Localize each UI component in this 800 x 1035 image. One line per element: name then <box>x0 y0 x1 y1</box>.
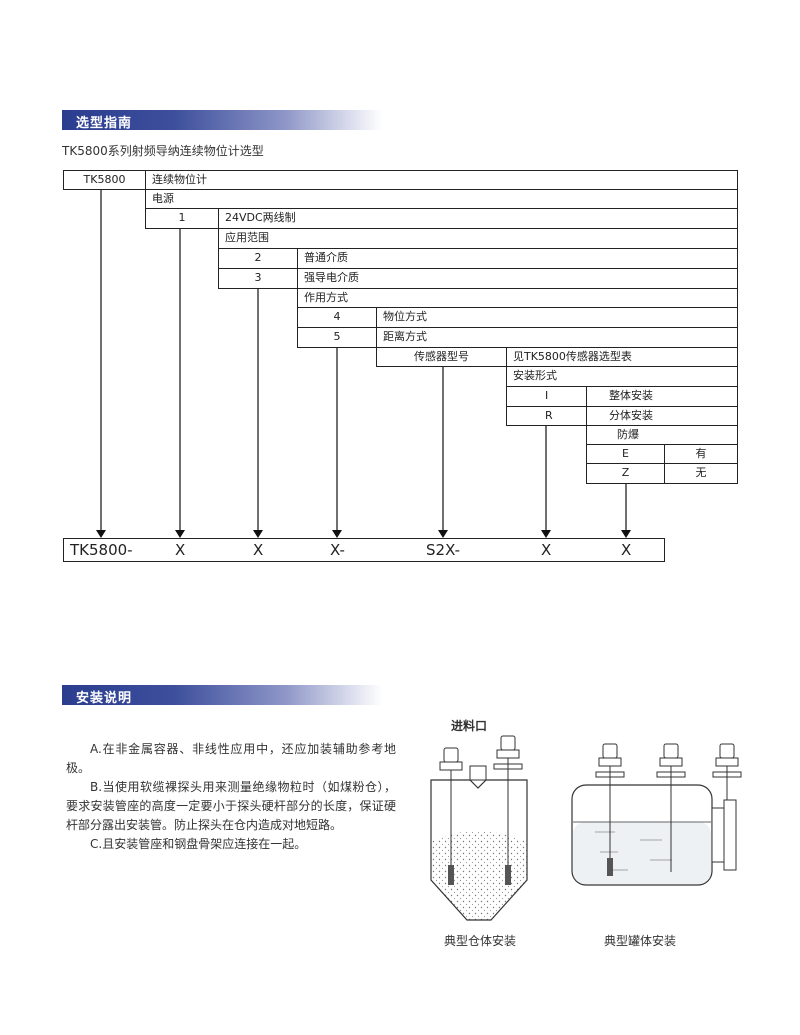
model-code-part-5: S2X- <box>426 541 461 559</box>
section-header-selection: 选型指南 <box>62 110 382 131</box>
installation-notes: A.在非金属容器、非线性应用中，还应加装辅助参考地极。 B.当使用软缆裸探头用来… <box>66 740 396 854</box>
cell-power-code: 1 <box>145 208 219 229</box>
arrow-head-model <box>96 530 106 538</box>
arrow-head-explosion <box>621 530 631 538</box>
cell-model: TK5800 <box>63 170 146 190</box>
model-code-part-7: X <box>621 541 632 559</box>
model-code-part-3: X <box>253 541 264 559</box>
note-b: B.当使用软缆裸探头用来测量绝缘物粒时（如煤粉仓），要求安装管座的高度一定要小于… <box>66 780 396 832</box>
arrow-head-mode <box>332 530 342 538</box>
note-a: A.在非金属容器、非线性应用中，还应加装辅助参考地极。 <box>66 742 396 775</box>
caption-silo: 典型仓体安装 <box>444 934 517 948</box>
section-header-text: 安装说明 <box>76 691 133 706</box>
arrow-head-power <box>175 530 185 538</box>
arrow-head-application <box>253 530 263 538</box>
cell-ex-desc-z: 无 <box>664 463 738 484</box>
inlet-label: 进料口 <box>451 719 488 733</box>
model-code-part-6: X <box>541 541 552 559</box>
arrow-head-sensor <box>438 530 448 538</box>
model-code-part-4: X- <box>330 541 345 559</box>
note-c: C.且安装管座和钢盘骨架应连接在一起。 <box>90 837 307 851</box>
cell-install-label: 安装形式 <box>506 366 738 387</box>
section-header-text: 选型指南 <box>76 116 133 131</box>
selection-subtitle: TK5800系列射频导纳连续物位计选型 <box>62 144 264 158</box>
model-code-part-2: X <box>175 541 186 559</box>
cell-sensor-label: 传感器型号 <box>376 347 507 367</box>
model-code-part-1: TK5800- <box>70 541 133 559</box>
caption-tank: 典型罐体安装 <box>604 934 677 948</box>
cell-mode-code-5: 5 <box>297 327 377 348</box>
model-code-bar <box>63 538 665 562</box>
cell-sensor-desc: 见TK5800传感器选型表 <box>506 347 738 367</box>
cell-app-code-3: 3 <box>218 268 298 289</box>
arrow-head-install <box>541 530 551 538</box>
section-header-installation: 安装说明 <box>62 685 382 706</box>
cell-install-desc-r: 分体安装 <box>586 406 738 426</box>
